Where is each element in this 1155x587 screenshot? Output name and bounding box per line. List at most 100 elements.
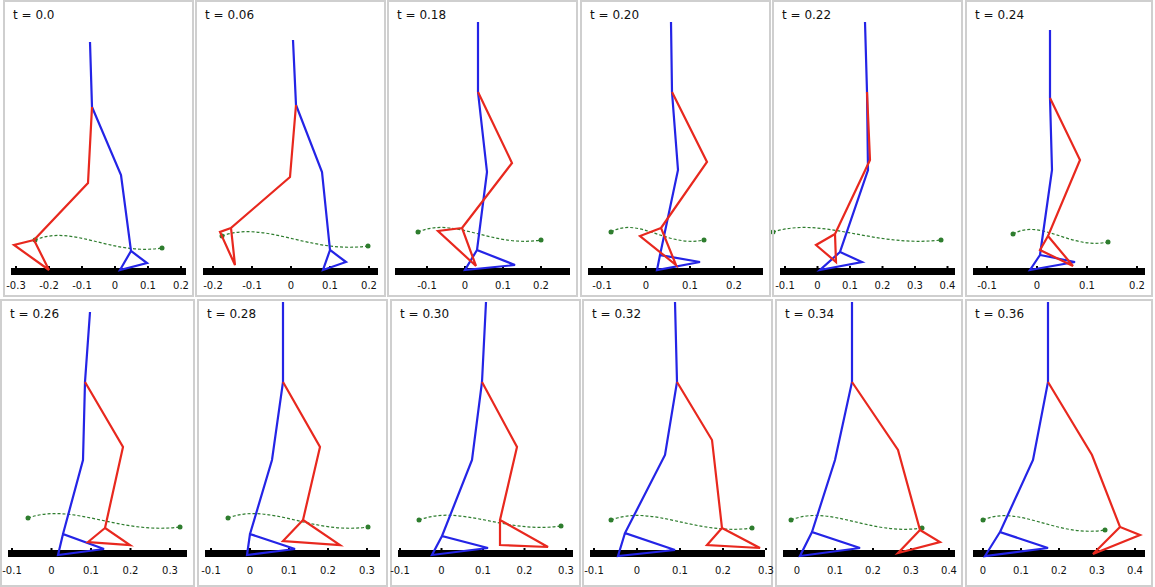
- tick-mark: [733, 266, 735, 268]
- tick-mark: [849, 266, 851, 268]
- time-label: t = 0.20: [590, 9, 639, 21]
- tick-mark: [251, 266, 253, 268]
- axis-tick: -0.3: [6, 281, 26, 291]
- axis-tick: 0.1: [842, 281, 858, 291]
- tick-mark: [524, 548, 526, 550]
- axis-tick: 0.2: [320, 566, 336, 576]
- frame-panel: t = 0.32-0.100.10.20.3: [582, 299, 773, 587]
- tick-mark: [399, 548, 401, 550]
- axis-tick: 0.1: [475, 566, 491, 576]
- swing-leg: [1040, 98, 1080, 266]
- axis-tick: 0: [980, 566, 986, 576]
- axis-tick: 0: [462, 281, 468, 291]
- tick-mark: [1134, 548, 1136, 550]
- stance-leg: [800, 302, 860, 556]
- axis-tick: 0.2: [726, 281, 742, 291]
- axis-tick: -0.1: [592, 281, 612, 291]
- tick-mark: [565, 548, 567, 550]
- swing-leg: [852, 382, 940, 553]
- time-label: t = 0.36: [975, 308, 1024, 320]
- stance-leg: [1030, 30, 1075, 270]
- tick-mark: [834, 548, 836, 550]
- trajectory-dot: [702, 238, 707, 243]
- tick-mark: [212, 266, 214, 268]
- tick-mark: [796, 548, 798, 550]
- tick-mark: [11, 548, 13, 550]
- time-label: t = 0.0: [13, 9, 54, 21]
- tick-mark: [1058, 548, 1060, 550]
- axis-tick: -0.1: [977, 281, 997, 291]
- frame-panel: t = 0.3600.10.20.30.4: [965, 299, 1153, 587]
- stance-leg: [247, 302, 295, 555]
- trajectory-dot: [178, 525, 183, 530]
- swing-leg: [1048, 382, 1140, 554]
- tick-mark: [327, 548, 329, 550]
- ground-bar: [8, 550, 187, 557]
- trajectory-dot: [416, 230, 421, 235]
- swing-leg: [640, 92, 707, 265]
- time-label: t = 0.34: [785, 308, 834, 320]
- trajectory-dot: [1011, 232, 1016, 237]
- tick-mark: [114, 266, 116, 268]
- tick-mark: [817, 266, 819, 268]
- trajectory-dot: [366, 525, 371, 530]
- axis-tick: -0.1: [775, 281, 795, 291]
- tick-mark: [180, 266, 182, 268]
- ground-bar: [398, 550, 573, 557]
- stance-leg: [820, 22, 868, 270]
- axis-tick: 0.1: [682, 281, 698, 291]
- tick-mark: [784, 266, 786, 268]
- tick-mark: [290, 266, 292, 268]
- foot-trajectory: [1013, 229, 1108, 243]
- axis-tick: -0.1: [390, 566, 410, 576]
- tick-mark: [636, 548, 638, 550]
- axis-tick: 0.2: [1051, 566, 1067, 576]
- tick-mark: [81, 266, 83, 268]
- axis-tick: -0.1: [2, 566, 22, 576]
- trajectory-dot: [160, 246, 165, 251]
- swing-leg: [14, 107, 92, 270]
- trajectory-dot: [417, 518, 422, 523]
- axis-tick: 0.3: [558, 566, 574, 576]
- axis-tick: 0.3: [903, 566, 919, 576]
- axis-tick: 0.1: [281, 566, 297, 576]
- tick-mark: [872, 548, 874, 550]
- time-label: t = 0.22: [782, 9, 831, 21]
- swing-leg: [220, 105, 296, 265]
- tick-mark: [368, 266, 370, 268]
- axis-tick: 0.1: [140, 281, 156, 291]
- swing-leg: [816, 92, 870, 262]
- tick-mark: [722, 548, 724, 550]
- tick-mark: [914, 266, 916, 268]
- axis-tick: 0.3: [1089, 566, 1105, 576]
- tick-mark: [15, 266, 17, 268]
- tick-mark: [982, 548, 984, 550]
- axis-tick: 0: [643, 281, 649, 291]
- tick-mark: [1086, 266, 1088, 268]
- foot-trajectory: [419, 515, 561, 527]
- trajectory-dot: [1106, 240, 1111, 245]
- trajectory-dot: [609, 230, 614, 235]
- trajectory-dot: [559, 524, 564, 529]
- frame-panel: t = 0.20 -0.1 0 0.1 0.2: [580, 0, 771, 297]
- tick-mark: [51, 548, 53, 550]
- stance-leg: [985, 302, 1048, 556]
- tick-mark: [689, 266, 691, 268]
- axis-tick: 0.4: [941, 566, 957, 576]
- tick-mark: [947, 266, 949, 268]
- ground-bar: [205, 550, 380, 557]
- swing-leg: [85, 382, 130, 545]
- frame-panel: t = 0.26-0.100.10.20.3: [0, 299, 195, 587]
- trajectory-dot: [1103, 528, 1108, 533]
- axis-tick: 0.1: [827, 566, 843, 576]
- swing-leg: [482, 382, 548, 547]
- stance-leg: [432, 302, 488, 555]
- frame-panel: t = 0.0-0.3-0.2-0.100.10.2: [3, 0, 194, 297]
- axis-tick: 0.1: [1079, 281, 1095, 291]
- tick-mark: [765, 548, 767, 550]
- tick-mark: [147, 266, 149, 268]
- tick-mark: [210, 548, 212, 550]
- tick-mark: [366, 548, 368, 550]
- axis-tick: 0.2: [123, 566, 139, 576]
- axis-tick: 0.2: [865, 566, 881, 576]
